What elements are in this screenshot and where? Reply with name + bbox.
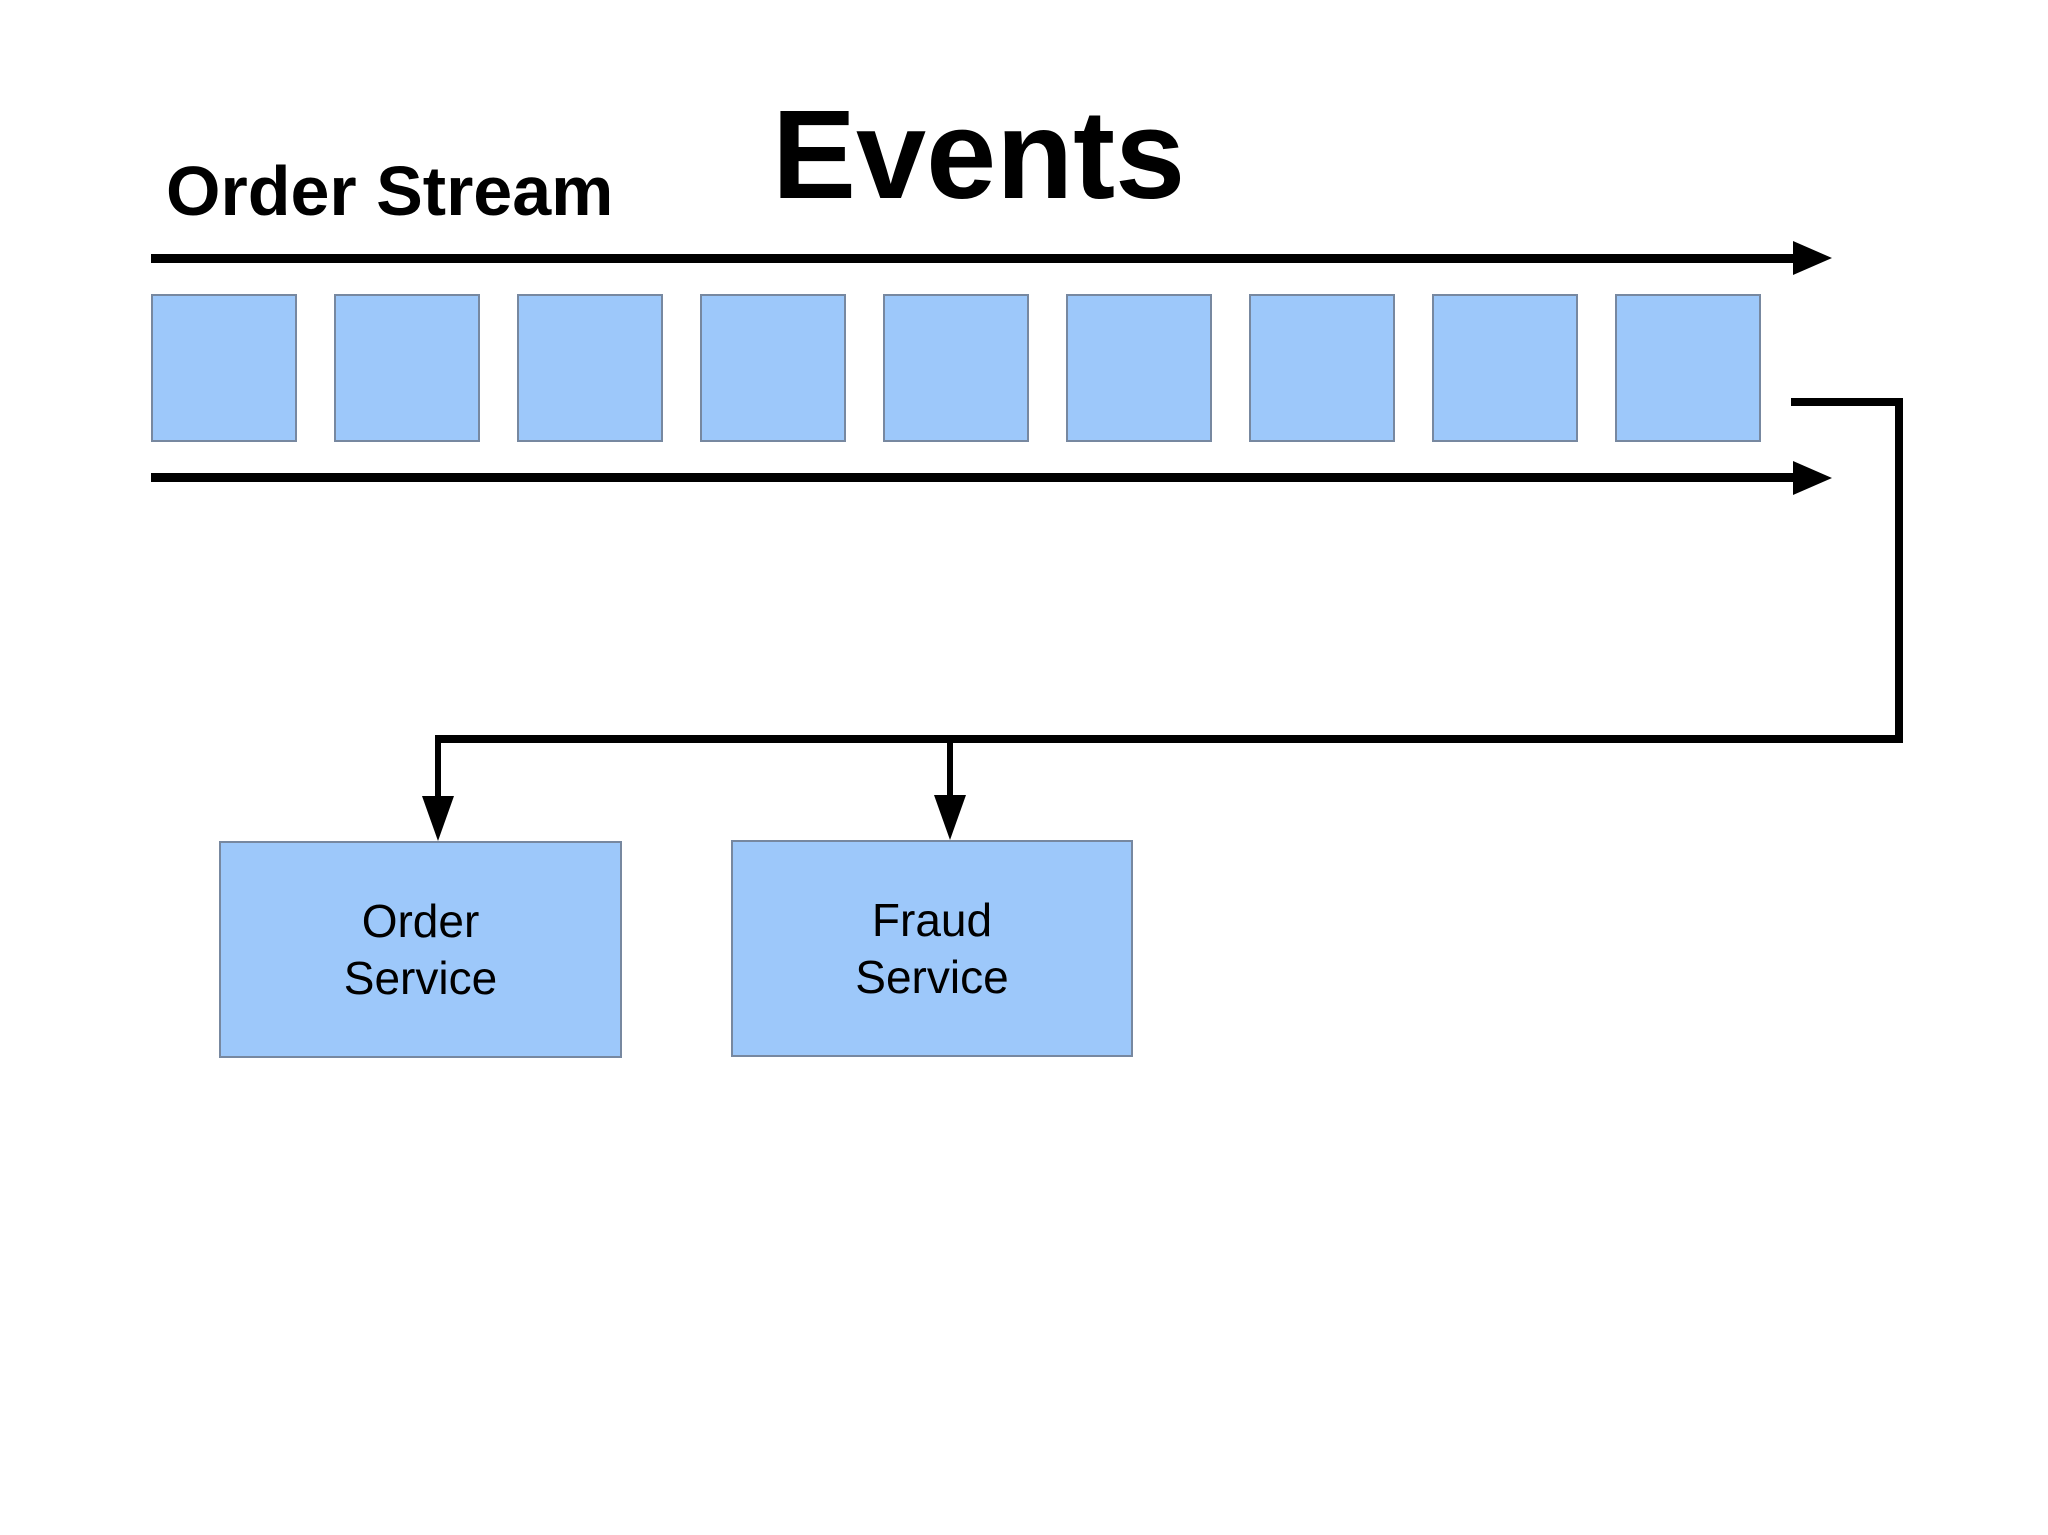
event-square (1249, 294, 1395, 442)
connector-drop-order-line (435, 735, 441, 797)
event-square (334, 294, 480, 442)
fraud-service-box: Fraud Service (731, 840, 1133, 1057)
connector-elbow-top-segment (1791, 398, 1903, 406)
connector-vertical-segment (1895, 398, 1903, 743)
connector-horizontal-segment (435, 735, 1903, 743)
connector-drop-fraud-arrowhead-icon (934, 795, 966, 840)
event-square (1615, 294, 1761, 442)
connector-drop-order-arrowhead-icon (422, 796, 454, 841)
event-square (1432, 294, 1578, 442)
order-stream-label: Order Stream (166, 152, 614, 230)
event-square (151, 294, 297, 442)
event-square (883, 294, 1029, 442)
event-square (1066, 294, 1212, 442)
order-service-label-line2: Service (343, 951, 498, 1004)
stream-arrow-top-line (151, 254, 1794, 263)
order-service-label-line1: Order (361, 895, 480, 948)
order-service-box: Order Service (219, 841, 622, 1058)
stream-arrow-bottom-arrowhead-icon (1793, 461, 1832, 495)
event-square (700, 294, 846, 442)
event-square (517, 294, 663, 442)
stream-arrow-top-arrowhead-icon (1793, 241, 1832, 275)
stream-arrow-bottom-line (151, 473, 1794, 482)
fraud-service-label-line1: Fraud (871, 894, 993, 947)
events-title: Events (772, 84, 1186, 225)
connector-drop-fraud-line (947, 735, 953, 796)
fraud-service-label-line2: Service (855, 950, 1009, 1003)
event-squares-row (151, 294, 1761, 442)
